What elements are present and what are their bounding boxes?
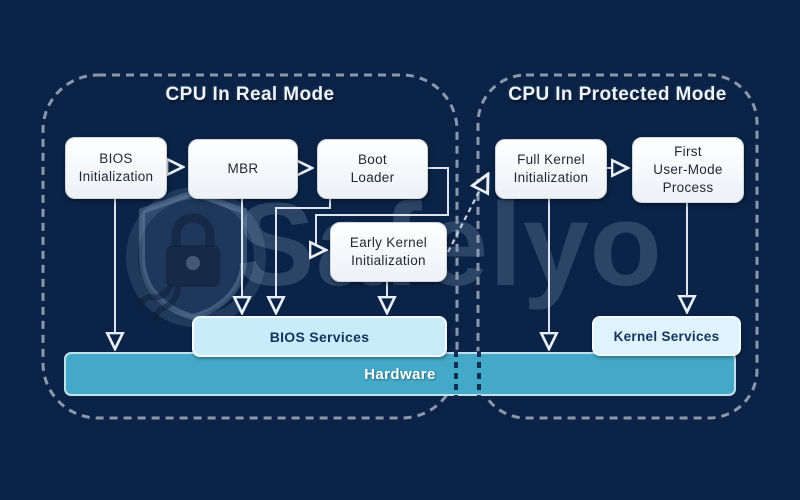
arrow-bootloader-to-earlykernel: [316, 167, 449, 250]
kernel-services-box: Kernel Services: [592, 316, 741, 356]
boot-loader-box: Boot Loader: [317, 139, 428, 199]
arrow-earlykernel-to-fullkernel-dashed: [447, 174, 488, 253]
real-mode-title: CPU In Real Mode: [165, 84, 335, 105]
hardware-bar: Hardware: [64, 352, 736, 396]
protected-mode-region-border: [476, 73, 759, 420]
first-user-mode-process-box: First User-Mode Process: [632, 137, 744, 203]
bios-initialization-box: BIOS Initialization: [65, 137, 167, 199]
bios-services-box: BIOS Services: [192, 316, 447, 357]
mbr-box: MBR: [188, 139, 298, 199]
early-kernel-initialization-box: Early Kernel Initialization: [330, 222, 447, 282]
real-mode-region-border: [41, 73, 459, 420]
protected-mode-title: CPU In Protected Mode: [508, 84, 727, 105]
arrow-bootloader-to-biosservices: [276, 197, 331, 313]
full-kernel-initialization-box: Full Kernel Initialization: [495, 139, 607, 199]
